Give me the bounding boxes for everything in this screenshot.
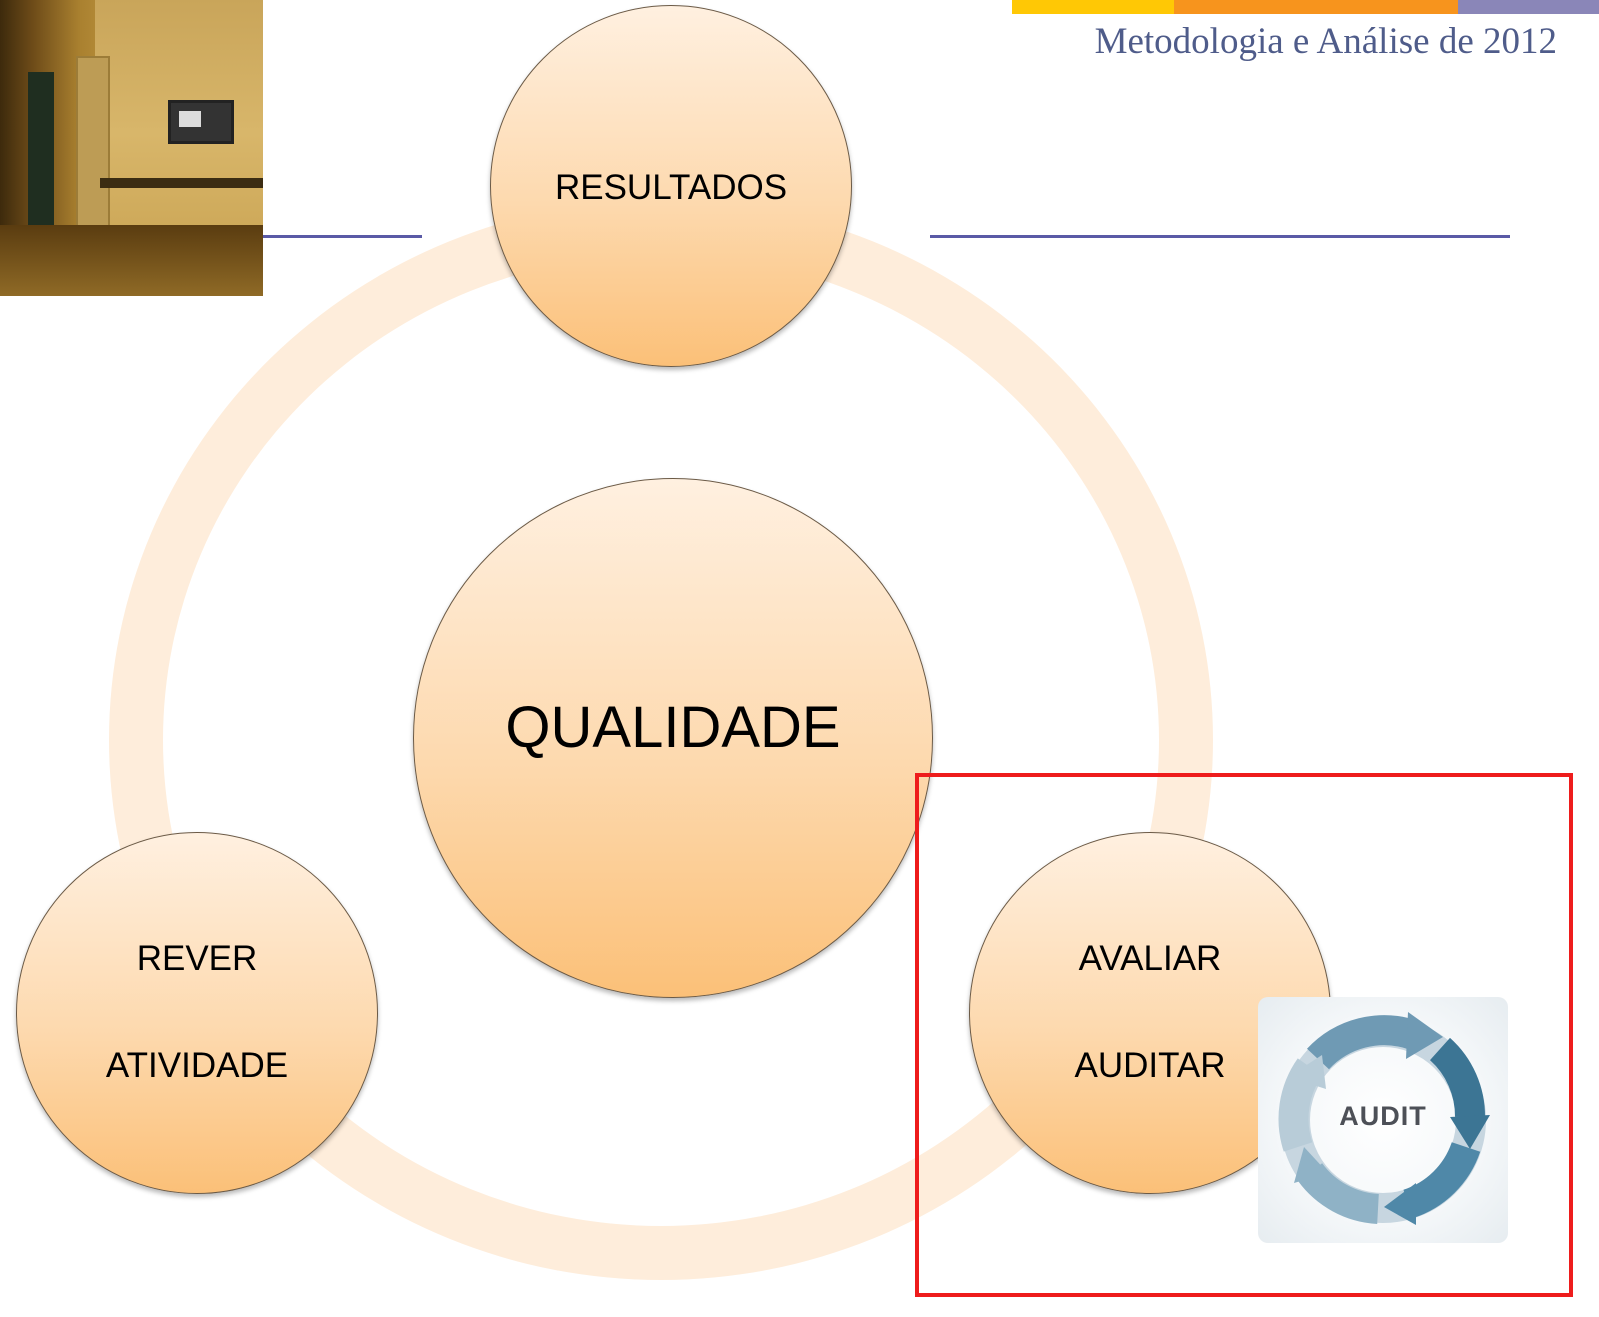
header-rule-right — [930, 235, 1510, 238]
top-bar-purple — [1458, 0, 1599, 14]
top-bar-yellow — [1012, 0, 1174, 14]
center-node: QUALIDADE — [413, 478, 933, 998]
node-auditar-label: AUDITAR — [1074, 1046, 1226, 1085]
node-resultados-label: RESULTADOS — [554, 168, 788, 207]
audit-label: AUDIT — [1339, 1101, 1427, 1131]
node-resultados: RESULTADOS — [490, 5, 852, 367]
top-bar-orange — [1174, 0, 1458, 14]
node-rever-label: REVER — [136, 939, 258, 978]
audit-cycle-image: AUDIT — [1258, 997, 1508, 1243]
node-avaliar-label: AVALIAR — [1078, 939, 1222, 978]
hospital-corridor-photo — [0, 0, 263, 296]
node-rever-atividade: REVER ATIVIDADE — [16, 832, 378, 1194]
audit-cycle-icon — [1278, 1012, 1490, 1225]
node-atividade-label: ATIVIDADE — [105, 1046, 289, 1085]
header-title: Metodologia e Análise de 2012 — [1094, 21, 1557, 62]
highlight-frame — [915, 773, 1573, 1297]
center-label: QUALIDADE — [505, 695, 841, 760]
header-rule-left — [262, 235, 422, 238]
